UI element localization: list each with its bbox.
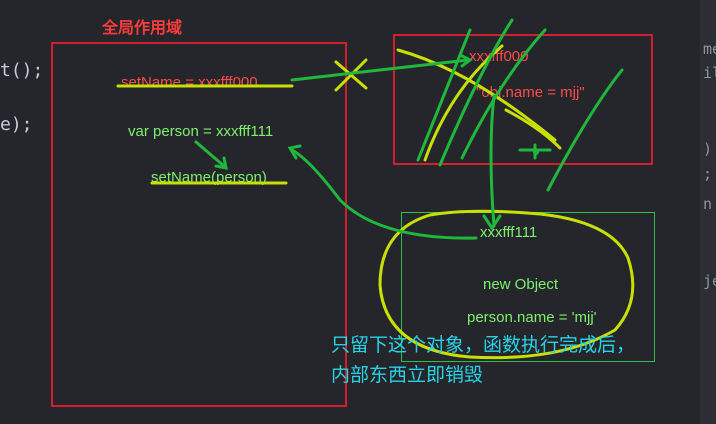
arrow-object-to-var bbox=[290, 148, 478, 240]
strike-line-2 bbox=[438, 18, 514, 167]
note-line-1: 只留下这个对象，函数执行完成后， bbox=[331, 335, 636, 356]
arrow-head-3-icon bbox=[482, 214, 502, 231]
strike-line-1 bbox=[416, 28, 472, 162]
function-statement: "obj.name = mjj" bbox=[476, 84, 585, 101]
arrow-head-1-icon bbox=[460, 54, 473, 68]
yellow-highlights bbox=[116, 44, 635, 360]
dot-mark bbox=[533, 149, 539, 155]
person-name-assignment: person.name = 'mjj' bbox=[467, 309, 597, 326]
function-address: xxxfff000 bbox=[469, 48, 529, 65]
arrow-function-to-object bbox=[489, 94, 496, 228]
new-object-label: new Object bbox=[483, 276, 559, 293]
right-fragment-5: n bbox=[703, 195, 713, 213]
arrow-head-2-icon bbox=[214, 156, 228, 170]
arrow-head-4-icon bbox=[287, 144, 302, 160]
code-fragment-1: t(); bbox=[0, 60, 44, 81]
green-strokes bbox=[194, 18, 624, 240]
function-heap-box bbox=[393, 34, 653, 165]
object-address: xxxfff111 bbox=[480, 224, 538, 241]
right-fragment-4: ; bbox=[703, 165, 713, 183]
global-scope-box bbox=[51, 42, 347, 407]
highlight-circle-object bbox=[378, 209, 635, 360]
code-fragment-2: e); bbox=[0, 114, 33, 135]
global-scope-title: 全局作用域 bbox=[102, 20, 183, 37]
arrow-setname-to-function bbox=[290, 58, 470, 82]
right-fragment-6: je bbox=[703, 272, 716, 290]
cross-mark-icon bbox=[334, 58, 368, 92]
note-line-2: 内部东西立即销毁 bbox=[331, 365, 484, 386]
highlight-diagonal-1 bbox=[396, 48, 557, 142]
arrow-var-to-call bbox=[194, 140, 226, 168]
strike-line-3 bbox=[460, 28, 547, 160]
strike-line-4 bbox=[546, 68, 624, 192]
var-person-label: var person = xxxfff111 bbox=[128, 123, 274, 140]
highlight-arrow-lines bbox=[504, 108, 562, 150]
right-fragment-1: me bbox=[703, 40, 716, 58]
editor-right-strip bbox=[700, 0, 716, 424]
right-fragment-2: il bbox=[703, 64, 716, 82]
right-fragment-3: ) bbox=[703, 140, 713, 158]
